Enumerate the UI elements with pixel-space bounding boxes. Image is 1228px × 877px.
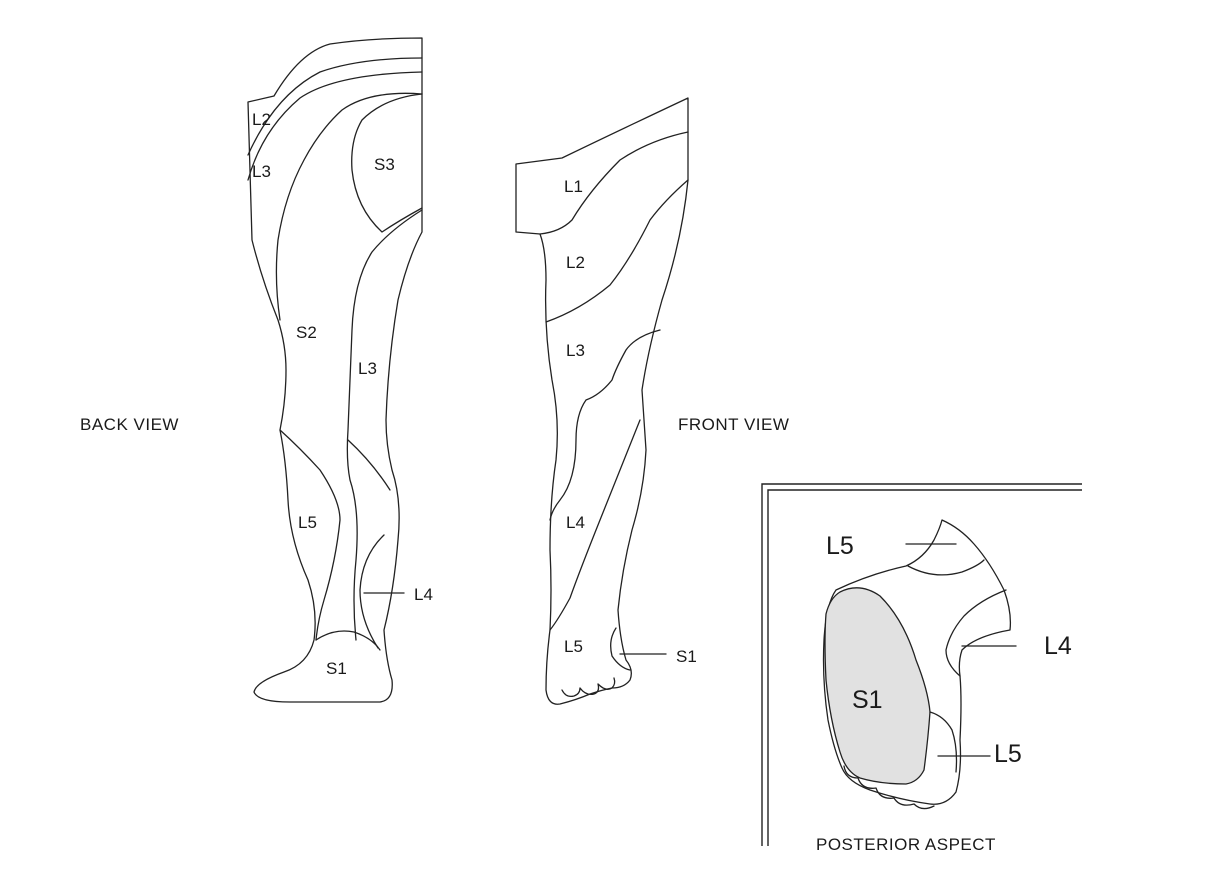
back-s1-boundary bbox=[315, 630, 381, 651]
front-label-l3: L3 bbox=[566, 341, 585, 360]
back-label-s3: S3 bbox=[374, 155, 395, 174]
front-label-l5: L5 bbox=[564, 637, 583, 656]
back-view-leg bbox=[247, 37, 423, 703]
sole-s1-region bbox=[824, 587, 931, 785]
inset-label-l5-top: L5 bbox=[826, 532, 854, 560]
sole-l5-bottom-boundary bbox=[929, 711, 958, 773]
back-label-l4: L4 bbox=[414, 585, 433, 604]
sole-l4-boundary bbox=[945, 589, 1007, 677]
back-l3-lower bbox=[347, 439, 391, 491]
front-l3-boundary bbox=[549, 329, 661, 521]
back-label-l3-top: L3 bbox=[252, 162, 271, 181]
front-label-l2: L2 bbox=[566, 253, 585, 272]
inset-label-s1: S1 bbox=[852, 686, 883, 714]
back-label-l5: L5 bbox=[298, 513, 317, 532]
back-l5-region bbox=[279, 429, 341, 641]
front-toes bbox=[561, 677, 616, 698]
front-leg-outline bbox=[515, 97, 689, 705]
back-l3-boundary bbox=[247, 71, 423, 181]
front-l1-boundary bbox=[539, 131, 689, 235]
inset-label-l5-bottom: L5 bbox=[994, 740, 1022, 768]
sole-l5-top-boundary bbox=[907, 559, 985, 576]
inset-label-l4: L4 bbox=[1044, 632, 1072, 660]
front-l2-boundary bbox=[545, 179, 689, 323]
front-s1-region bbox=[610, 627, 631, 671]
back-label-s1: S1 bbox=[326, 659, 347, 678]
posterior-aspect-caption: POSTERIOR ASPECT bbox=[816, 835, 996, 854]
sole-toes bbox=[843, 765, 935, 810]
back-s2-boundary bbox=[275, 92, 423, 321]
back-l2-boundary bbox=[247, 57, 423, 156]
front-label-l4: L4 bbox=[566, 513, 585, 532]
back-label-l2: L2 bbox=[252, 110, 271, 129]
front-l4-boundary bbox=[549, 419, 641, 631]
front-label-s1: S1 bbox=[676, 647, 697, 666]
back-l3-strip bbox=[346, 209, 423, 641]
inset-frame-inner bbox=[767, 489, 1082, 846]
back-leg-outline bbox=[247, 37, 423, 703]
inset-frame-outer bbox=[761, 483, 1082, 846]
back-s3-region bbox=[351, 93, 423, 233]
front-view-caption: FRONT VIEW bbox=[678, 415, 789, 434]
back-view-caption: BACK VIEW bbox=[80, 415, 179, 434]
back-label-s2: S2 bbox=[296, 323, 317, 342]
back-label-l3: L3 bbox=[358, 359, 377, 378]
front-view-leg bbox=[515, 97, 689, 705]
front-label-l1: L1 bbox=[564, 177, 583, 196]
posterior-aspect-inset bbox=[761, 483, 1082, 846]
back-l4-region bbox=[359, 534, 385, 649]
